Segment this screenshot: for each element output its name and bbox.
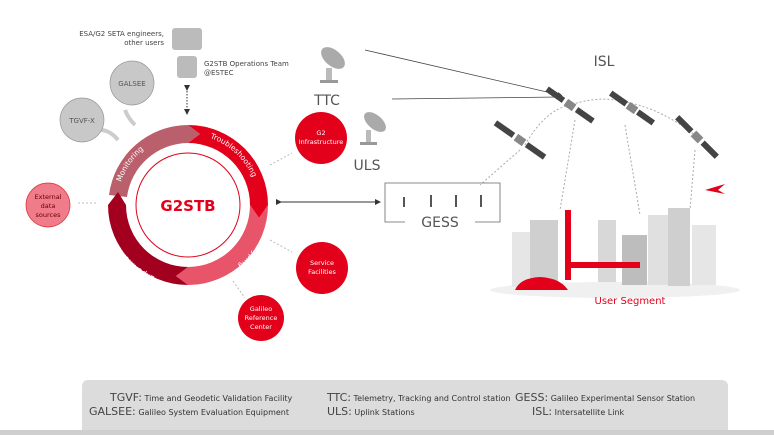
legend-item-tgvf: TGVF: Time and Geodetic Validation Facil… [110, 391, 292, 404]
satellites-icon [493, 86, 719, 160]
legend-text: Galileo System Evaluation Equipment [138, 408, 290, 417]
external-label-2: data [41, 202, 56, 210]
legend-abbr: TTC: [327, 391, 351, 404]
uls-dish-icon [360, 112, 386, 145]
engineers-label-1: ESA/G2 SETA engineers, [79, 30, 164, 38]
gess-box[interactable]: GESS [384, 182, 501, 231]
legend-abbr: TGVF: [110, 391, 142, 404]
legend-panel: TGVF: Time and Geodetic Validation Facil… [82, 380, 728, 432]
cycle-segment-troubleshooting[interactable] [188, 125, 268, 218]
grc-label-3: Center [250, 323, 272, 331]
grc-label-1: Galileo [250, 305, 272, 313]
legend-text: Time and Geodetic Validation Facility [144, 394, 293, 403]
node-external-data[interactable]: External data sources [25, 182, 71, 228]
g2infra-label-1: G2 [316, 129, 325, 137]
g2stb-title: G2STB [160, 197, 215, 215]
node-g2-infrastructure[interactable]: G2 Infrastructure [295, 112, 347, 164]
external-label-1: External [35, 193, 62, 201]
grc-label-2: Reference [245, 314, 278, 322]
tgvf-label: TGVF-X [68, 117, 95, 125]
legend-item-ttc: TTC: Telemetry, Tracking and Control sta… [327, 391, 511, 404]
legend-abbr: GALSEE: [89, 405, 136, 418]
service-label-1: Service [310, 259, 334, 267]
node-galsee[interactable]: GALSEE [109, 60, 155, 106]
ops-team-label-2: @ESTEC [204, 69, 234, 77]
cycle-segment-experimentation[interactable] [108, 192, 188, 285]
legend-item-uls: ULS: Uplink Stations [327, 405, 415, 418]
cycle-segment-monitoring[interactable] [109, 125, 200, 197]
legend-item-isl: ISL: Intersatellite Link [532, 405, 624, 418]
node-service-facilities[interactable]: Service Facilities [296, 242, 348, 294]
users-group-icon [172, 28, 202, 78]
legend-item-gess: GESS: Galileo Experimental Sensor Statio… [515, 391, 695, 404]
city-user-segment-illustration [490, 184, 740, 298]
galsee-label: GALSEE [118, 80, 145, 88]
legend-text: Intersatellite Link [554, 408, 625, 417]
gess-label: GESS [421, 215, 459, 231]
engineers-label-2: other users [124, 39, 164, 47]
cycle-segment-prototyping[interactable] [176, 205, 268, 285]
ops-team-label-1: G2STB Operations Team [204, 60, 289, 68]
node-galileo-reference-center[interactable]: Galileo Reference Center [238, 295, 284, 341]
uls-label: ULS [354, 158, 381, 174]
legend-text: Telemetry, Tracking and Control station [353, 394, 511, 403]
legend-abbr: ISL: [532, 405, 553, 418]
legend-abbr: GESS: [515, 391, 549, 404]
external-label-3: sources [36, 211, 62, 219]
legend-item-galsee: GALSEE: Galileo System Evaluation Equipm… [89, 405, 289, 418]
legend-text: Galileo Experimental Sensor Station [550, 394, 696, 403]
ttc-dish-icon [320, 47, 345, 83]
service-label-2: Facilities [308, 268, 336, 276]
legend-abbr: ULS: [327, 405, 352, 418]
bottom-bar [0, 430, 774, 435]
ttc-label: TTC [313, 93, 340, 109]
g2infra-label-2: Infrastructure [299, 138, 343, 146]
isl-label: ISL [594, 54, 615, 70]
node-tgvf[interactable]: TGVF-X [59, 97, 105, 143]
connectors [78, 49, 696, 299]
user-segment-label: User Segment [595, 296, 666, 307]
legend-text: Uplink Stations [354, 408, 415, 417]
